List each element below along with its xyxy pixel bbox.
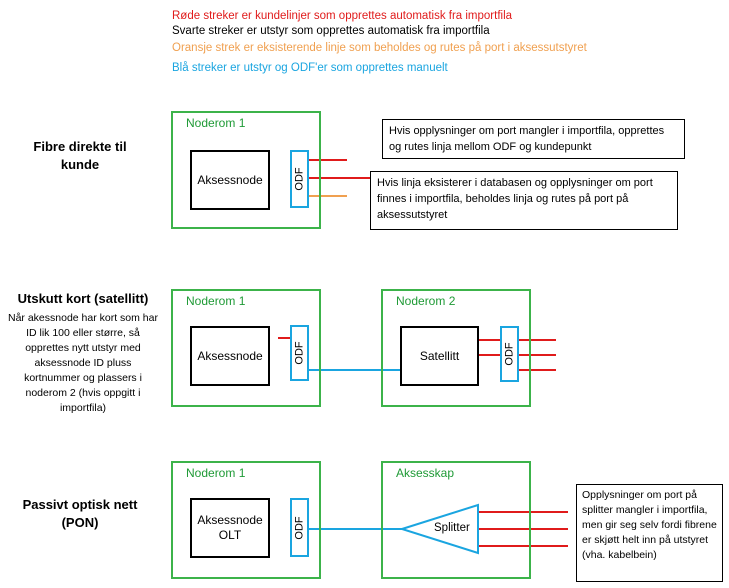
section3-note: Opplysninger om port på splitter mangler…	[576, 484, 723, 582]
legend-orange: Oransje strek er eksisterende linje som …	[172, 42, 587, 54]
section3-node-line2: OLT	[218, 528, 242, 542]
section2-odf1-label: ODF	[293, 341, 306, 365]
section2-satellite-label: Satellitt	[419, 348, 460, 363]
section2-odf1: ODF	[290, 325, 309, 381]
section2-room2: Noderom 2	[381, 289, 531, 407]
section2-title: Utskutt kort (satellitt)	[17, 291, 149, 306]
section1-odf: ODF	[290, 150, 309, 208]
section2-room1-label: Noderom 1	[186, 294, 246, 308]
section3-title: Passivt optisk nett (PON)	[22, 497, 138, 530]
section2-access-node-label: Aksessnode	[197, 348, 263, 363]
section2-access-node: Aksessnode	[190, 326, 270, 386]
section2-satellite: Satellitt	[400, 326, 479, 386]
section3-access-node-olt: Aksessnode OLT	[190, 498, 270, 558]
legend-blue: Blå streker er utstyr og ODF'er som oppr…	[172, 62, 448, 74]
section1-title: Fibre direkte til kunde	[33, 139, 127, 172]
section2-room1: Noderom 1	[171, 289, 321, 407]
section1-access-node: Aksessnode	[190, 150, 270, 210]
section3-room2: Aksesskap	[381, 461, 531, 579]
section2-odf2: ODF	[500, 326, 519, 382]
section2-room2-label: Noderom 2	[396, 294, 456, 308]
section1-note-2: Hvis linja eksisterer i databasen og opp…	[370, 171, 678, 230]
section3-odf-label: ODF	[293, 515, 306, 540]
section1-access-node-label: Aksessnode	[197, 172, 263, 187]
section1-room-label: Noderom 1	[186, 116, 246, 130]
section3-node-line1: Aksessnode	[197, 513, 263, 527]
section3-splitter-label: Splitter	[434, 522, 470, 534]
section3-odf: ODF	[290, 498, 309, 557]
section1-odf-label: ODF	[293, 167, 306, 191]
section3-room1: Noderom 1	[171, 461, 321, 579]
section2-description: Når akessnode har kort som har ID lik 10…	[8, 312, 158, 414]
section1-room: Noderom 1	[171, 111, 321, 229]
section2-odf2-label: ODF	[503, 342, 516, 366]
section1-note-1: Hvis opplysninger om port mangler i impo…	[382, 119, 685, 159]
section3-room1-label: Noderom 1	[186, 466, 246, 480]
section3-room2-label: Aksesskap	[396, 466, 455, 480]
legend-black: Svarte streker er utstyr som opprettes a…	[172, 25, 490, 37]
splitter-shape	[398, 503, 479, 555]
legend-red: Røde streker er kundelinjer som opprette…	[172, 10, 513, 22]
